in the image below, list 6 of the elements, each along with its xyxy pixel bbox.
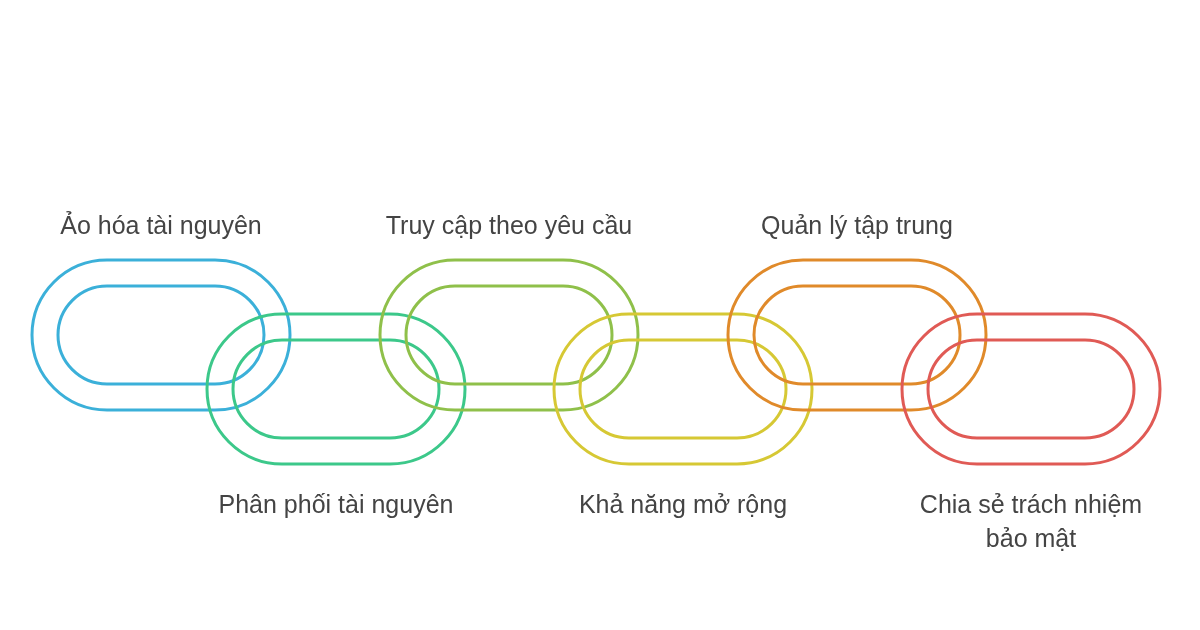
link-label: Khả năng mở rộng [577, 489, 789, 520]
link-label: Chia sẻ trách nhiệm bảo mật [918, 489, 1144, 554]
link-label: Phân phối tài nguyên [217, 489, 455, 520]
link-label: Quản lý tập trung [760, 210, 954, 241]
link-label: Ảo hóa tài nguyên [59, 210, 263, 241]
link-label: Truy cập theo yêu cầu [384, 210, 634, 241]
